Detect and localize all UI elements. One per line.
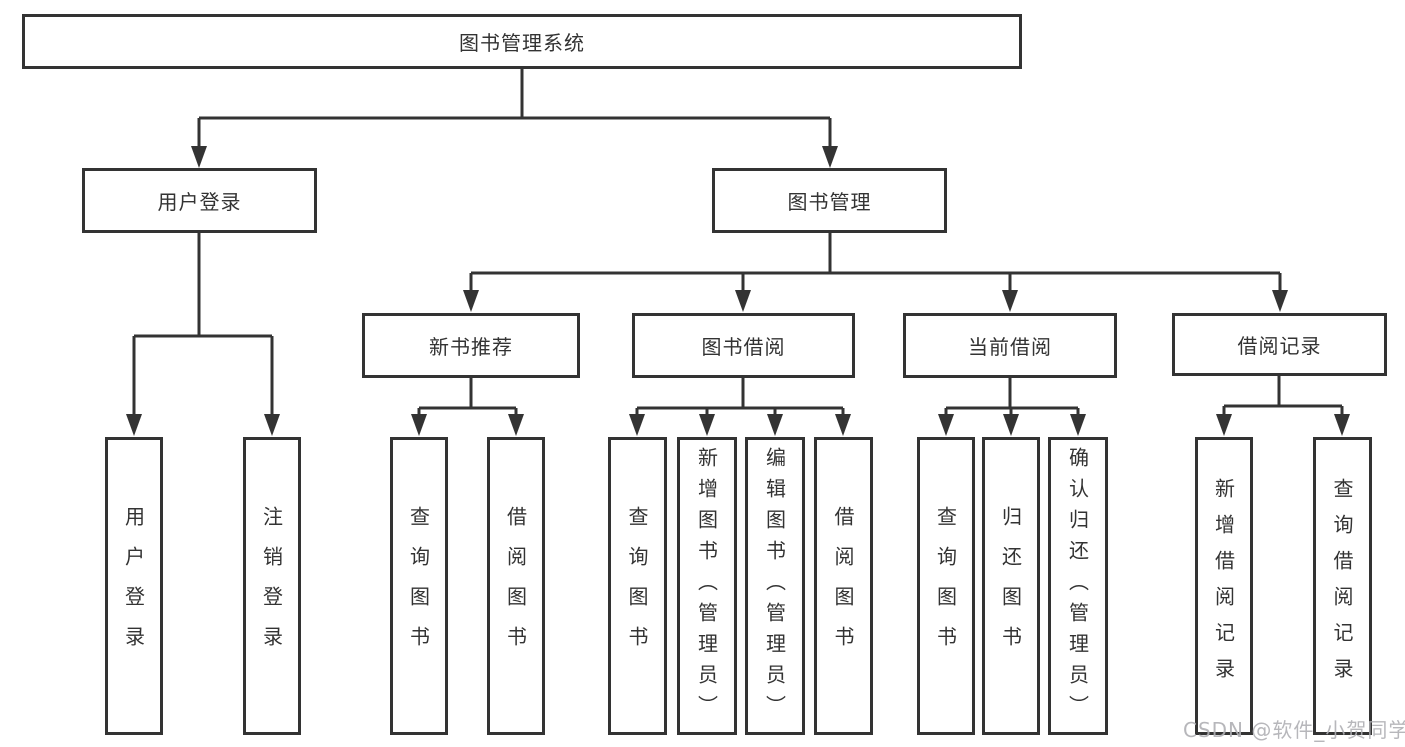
leaf-add-books-admin: 新增图书（管理员） <box>677 437 737 735</box>
leaf-borrow-books: 借阅图书 <box>487 437 545 735</box>
leaf-borrow-books: 借阅图书 <box>814 437 873 735</box>
leaf-query-books: 查询图书 <box>608 437 667 735</box>
csdn-watermark: CSDN @软件_小贺同学 <box>1183 718 1405 742</box>
leaf-add-borrow-record: 新增借阅记录 <box>1195 437 1253 735</box>
node-book-management: 图书管理 <box>712 168 947 233</box>
leaf-query-books: 查询图书 <box>390 437 448 735</box>
leaf-confirm-return-admin: 确认归还（管理员） <box>1048 437 1108 735</box>
leaf-return-books: 归还图书 <box>982 437 1040 735</box>
node-new-book-recommendation: 新书推荐 <box>362 313 580 378</box>
leaf-user-login: 用户登录 <box>105 437 163 735</box>
arrowheads <box>126 146 1350 436</box>
leaf-query-books: 查询图书 <box>917 437 975 735</box>
node-library-management-system: 图书管理系统 <box>22 14 1022 69</box>
node-user-login: 用户登录 <box>82 168 317 233</box>
node-book-borrowing: 图书借阅 <box>632 313 855 378</box>
node-borrowing-records: 借阅记录 <box>1172 313 1387 376</box>
leaf-query-borrow-record: 查询借阅记录 <box>1313 437 1372 735</box>
node-current-borrowing: 当前借阅 <box>903 313 1117 378</box>
leaf-logout: 注销登录 <box>243 437 301 735</box>
leaf-edit-books-admin: 编辑图书（管理员） <box>745 437 805 735</box>
